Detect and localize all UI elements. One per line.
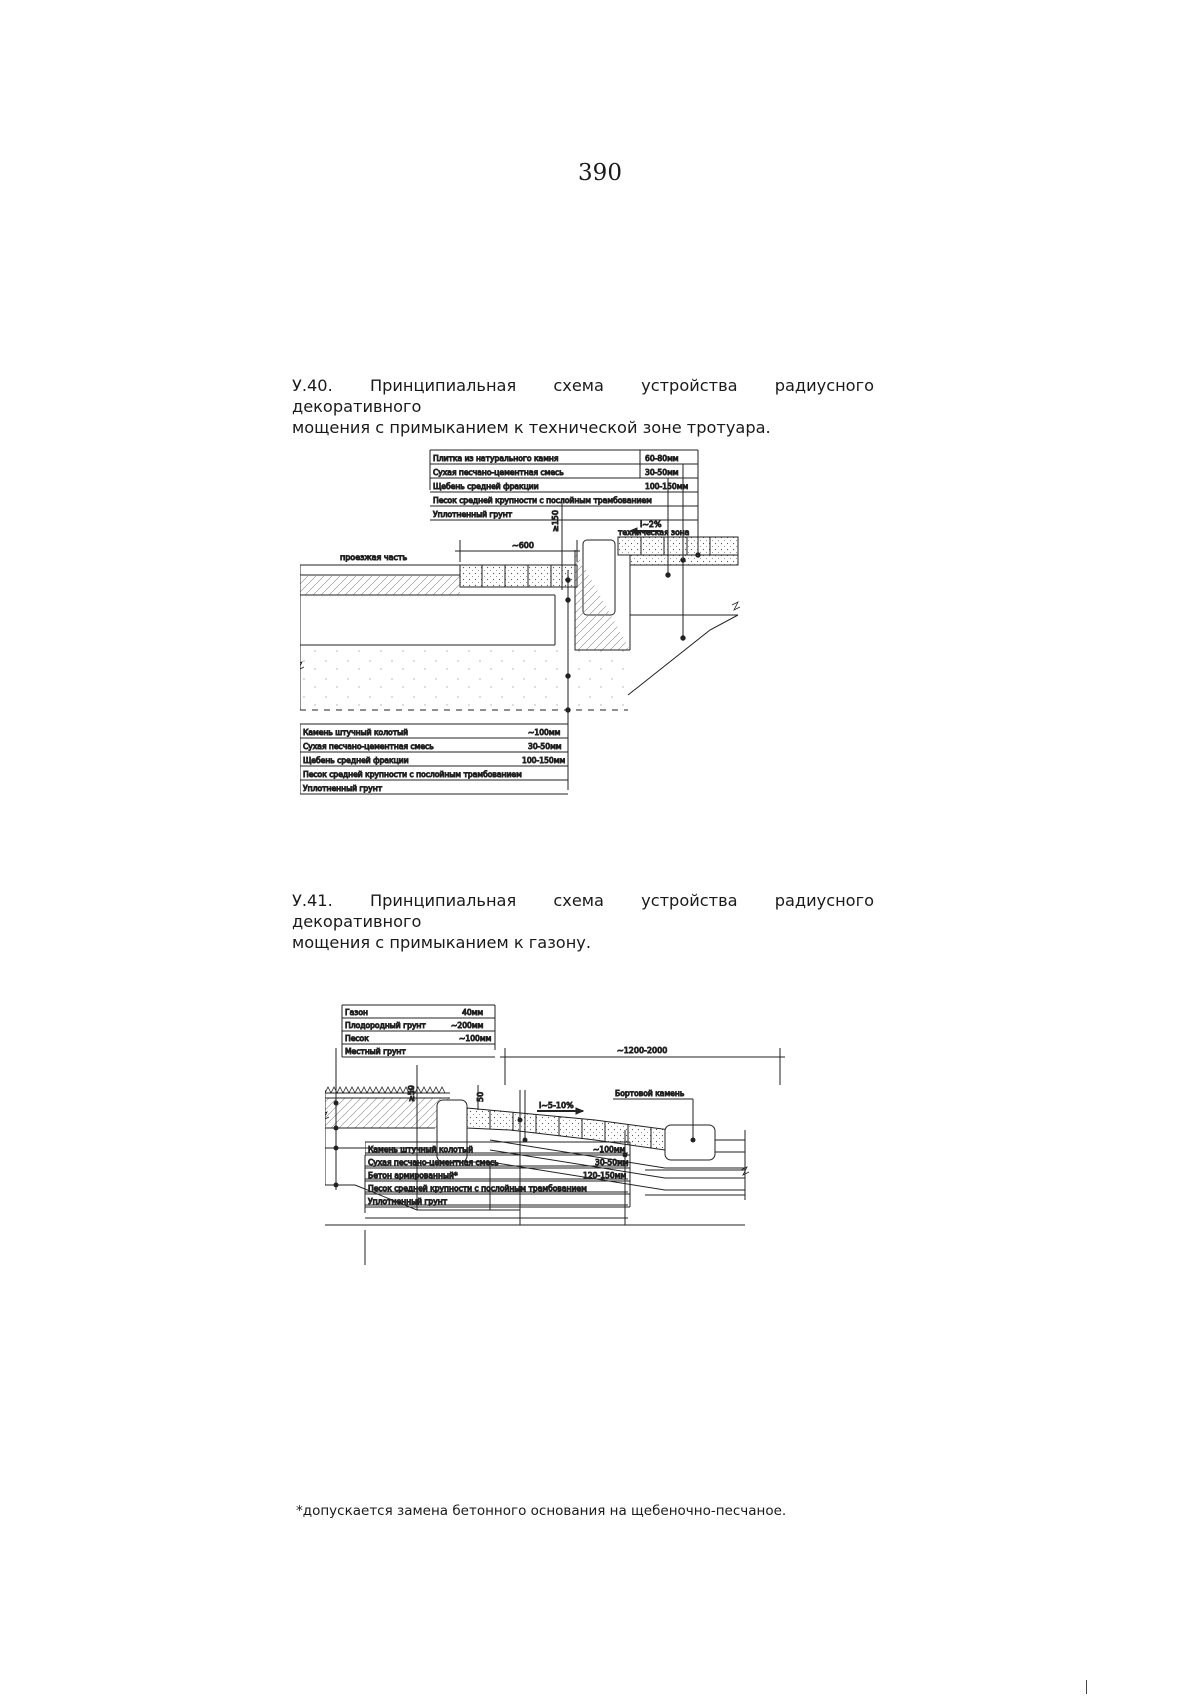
figure-1-top-legend: Плитка из натурального камня 60-80мм Сух… bbox=[429, 449, 701, 641]
legend-row: Щебень средней фракции bbox=[303, 756, 409, 765]
legend-row: Песок средней крупности с послойным трам… bbox=[368, 1184, 587, 1193]
slope-label: i~5-10% bbox=[539, 1101, 574, 1110]
figure-1-caption-line-1: У.40. Принципиальная схема устройства ра… bbox=[292, 376, 874, 416]
lawn-section bbox=[325, 1048, 520, 1211]
legend-value: ~200мм bbox=[451, 1021, 484, 1030]
legend-row: Сухая песчано-цементная смесь bbox=[433, 468, 564, 477]
roadway: проезжая часть bbox=[300, 553, 630, 711]
figure-2-caption: У.41. Принципиальная схема устройства ра… bbox=[292, 890, 874, 953]
legend-value: ~100мм bbox=[459, 1034, 492, 1043]
legend-value: 30-50мм bbox=[528, 742, 562, 751]
page-number: 390 bbox=[578, 160, 622, 186]
figure-1-bottom-legend: Камень штучный колотый ~100мм Сухая песч… bbox=[300, 723, 568, 795]
legend-row: Песок средней крупности с послойным трам… bbox=[433, 496, 652, 505]
tech-zone-label: техническая зона bbox=[618, 528, 689, 537]
edge-mark bbox=[1086, 1680, 1087, 1694]
legend-row: Местный грунт bbox=[345, 1047, 406, 1056]
technical-zone-paving bbox=[617, 536, 741, 696]
figure-2-bottom-legend-text: Камень штучный колотый ~100мм Сухая песч… bbox=[365, 1140, 635, 1210]
figure-2-top-legend: Газон 40мм Плодородный грунт ~200мм Песо… bbox=[341, 1004, 496, 1058]
roadway-label: проезжая часть bbox=[340, 553, 408, 562]
figure-1-caption: У.40. Принципиальная схема устройства ра… bbox=[292, 375, 874, 438]
footnote: *допускается замена бетонного основания … bbox=[296, 1503, 787, 1519]
figure-2-bottom-legend bbox=[364, 1152, 628, 1219]
curb-stone bbox=[574, 539, 630, 651]
legend-row: Песок bbox=[345, 1034, 369, 1043]
legend-row: Сухая песчано-цементная смесь bbox=[368, 1158, 499, 1167]
dim-width: ~600 bbox=[512, 541, 534, 550]
dim-height-2: 50 bbox=[476, 1092, 485, 1102]
figure-2-caption-line-2: мощения с примыканием к газону. bbox=[292, 933, 592, 952]
legend-value: 100-150мм bbox=[522, 756, 565, 765]
legend-value: 100-150мм bbox=[645, 482, 688, 491]
legend-value: 120-150мм bbox=[583, 1171, 626, 1180]
legend-row: Щебень средней фракции bbox=[433, 482, 539, 491]
legend-row: Сухая песчано-цементная смесь bbox=[303, 742, 434, 751]
radial-paving: i~5-10% Бортовой камень bbox=[466, 1089, 750, 1200]
figure-2-caption-line-1: У.41. Принципиальная схема устройства ра… bbox=[292, 891, 874, 931]
figure-1-dimensions: ~600 ≥150 i~2% техническая зона bbox=[455, 502, 690, 590]
legend-value: 60-80мм bbox=[645, 454, 679, 463]
legend-value: 30-50мм bbox=[645, 468, 679, 477]
figure-2-dim-width: ~1200-2000 bbox=[500, 1046, 785, 1085]
legend-row: Песок средней крупности с послойным трам… bbox=[303, 770, 522, 779]
curb-label: Бортовой камень bbox=[615, 1089, 685, 1098]
legend-value: ~100мм bbox=[528, 728, 561, 737]
slope-label: i~2% bbox=[640, 520, 662, 529]
legend-row: Плодородный грунт bbox=[345, 1021, 426, 1030]
legend-row: Уплотненный грунт bbox=[433, 510, 513, 519]
legend-row: Уплотненный грунт bbox=[368, 1197, 448, 1206]
legend-row: Газон bbox=[345, 1008, 368, 1017]
dim-height: ≥150 bbox=[551, 510, 560, 532]
legend-value: ~100мм bbox=[593, 1145, 626, 1154]
figure-1-leaders-bottom bbox=[565, 570, 571, 790]
figure-1-diagram: Плитка из натурального камня 60-80мм Сух… bbox=[300, 440, 820, 860]
legend-value: 30-50мм bbox=[595, 1158, 629, 1167]
figure-2-diagram: Газон 40мм Плодородный грунт ~200мм Песо… bbox=[325, 990, 825, 1320]
dim-width: ~1200-2000 bbox=[617, 1046, 667, 1055]
legend-row: Бетон армированный* bbox=[368, 1171, 458, 1180]
legend-row: Плитка из натурального камня bbox=[433, 454, 558, 463]
legend-value: 40мм bbox=[462, 1008, 483, 1017]
dim-height-1: ≥50 bbox=[407, 1085, 416, 1102]
lawn-curb: ≥50 50 bbox=[407, 1065, 491, 1211]
figure-1-caption-line-2: мощения с примыканием к технической зоне… bbox=[292, 418, 771, 437]
legend-row: Камень штучный колотый bbox=[303, 728, 408, 737]
legend-row: Уплотненный грунт bbox=[303, 784, 383, 793]
legend-row: Камень штучный колотый bbox=[368, 1145, 473, 1154]
